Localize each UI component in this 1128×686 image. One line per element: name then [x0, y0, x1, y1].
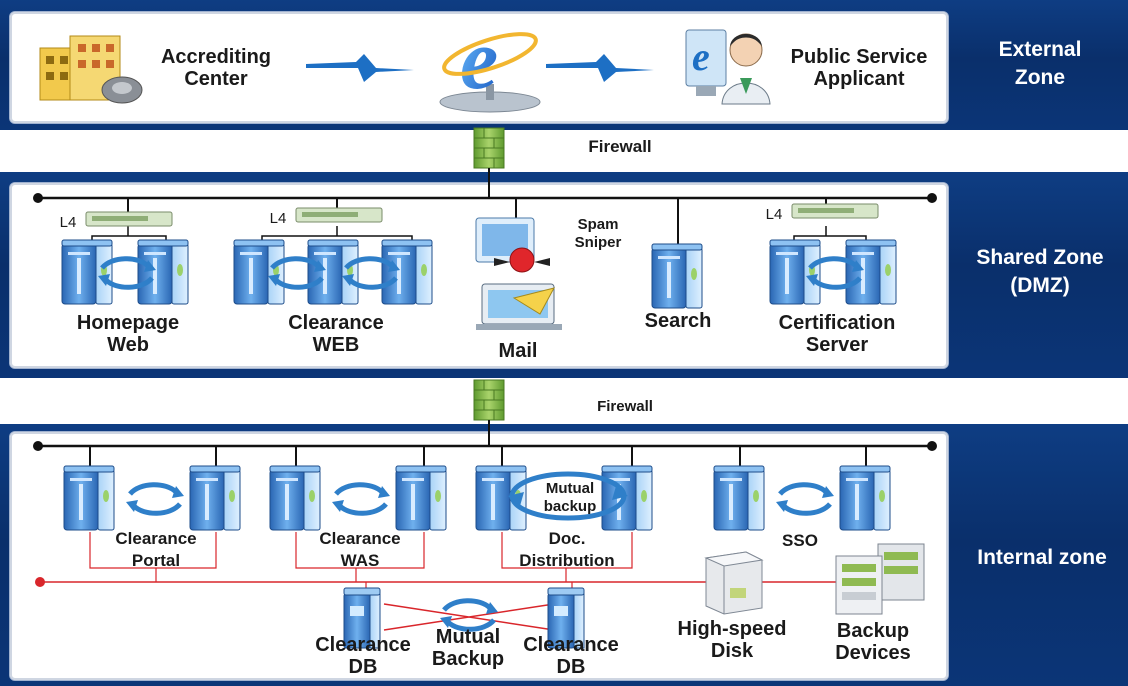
backup-devices-icon — [835, 543, 925, 615]
search-label: Search — [644, 310, 712, 332]
external-zone-label: External Zone — [998, 38, 1082, 89]
high-speed-disk-label: High-speed Disk — [677, 618, 787, 662]
l4-label-2: L4 — [269, 210, 287, 227]
building-icon — [39, 35, 143, 104]
sso-label: SSO — [782, 531, 818, 550]
svg-text:e: e — [460, 11, 498, 107]
clearance-portal-servers-icon — [63, 465, 241, 531]
firewall-bottom-label: Firewall — [597, 398, 653, 415]
clearance-was-servers-icon — [269, 465, 447, 531]
certification-server-label: Certification Server — [778, 312, 896, 356]
mutual-backup-bottom-label: Mutual Backup — [431, 626, 505, 670]
connection-left-icon — [306, 54, 414, 82]
homepage-web-label: Homepage Web — [76, 312, 180, 356]
doc-distribution-label: Doc. Distribution — [519, 529, 615, 570]
mail-label: Mail — [498, 340, 538, 362]
backup-devices-label: Backup Devices — [835, 620, 911, 664]
internal-zone-label: Internal zone — [977, 546, 1107, 569]
internet-explorer-icon: e — [439, 11, 541, 113]
spam-sniper-label: Spam Sniper — [574, 216, 622, 251]
connection-right-icon — [546, 54, 654, 82]
mutual-backup-top-label: Mutual backup — [543, 480, 597, 515]
high-speed-disk-icon — [704, 551, 764, 615]
clearance-db-right-label: Clearance DB — [523, 634, 619, 678]
clearance-portal-label: Clearance Portal — [115, 529, 197, 570]
svg-text:e: e — [692, 34, 710, 79]
clearance-web-label: Clearance WEB — [288, 312, 384, 356]
public-applicant-label: Public Service Applicant — [790, 46, 928, 90]
l4-label-1: L4 — [59, 214, 77, 231]
firewall-top-label: Firewall — [588, 137, 652, 156]
clearance-db-left-label: Clearance DB — [315, 634, 411, 678]
accrediting-center-label: Accrediting Center — [160, 46, 272, 90]
l4-label-3: L4 — [765, 206, 783, 223]
mail-server-icon — [475, 217, 562, 330]
doc-distribution-servers-icon — [475, 465, 653, 531]
sso-servers-icon — [713, 465, 891, 531]
applicant-icon: e — [685, 29, 771, 105]
shared-zone-label: Shared Zone (DMZ) — [976, 246, 1104, 297]
clearance-was-label: Clearance WAS — [319, 529, 401, 570]
